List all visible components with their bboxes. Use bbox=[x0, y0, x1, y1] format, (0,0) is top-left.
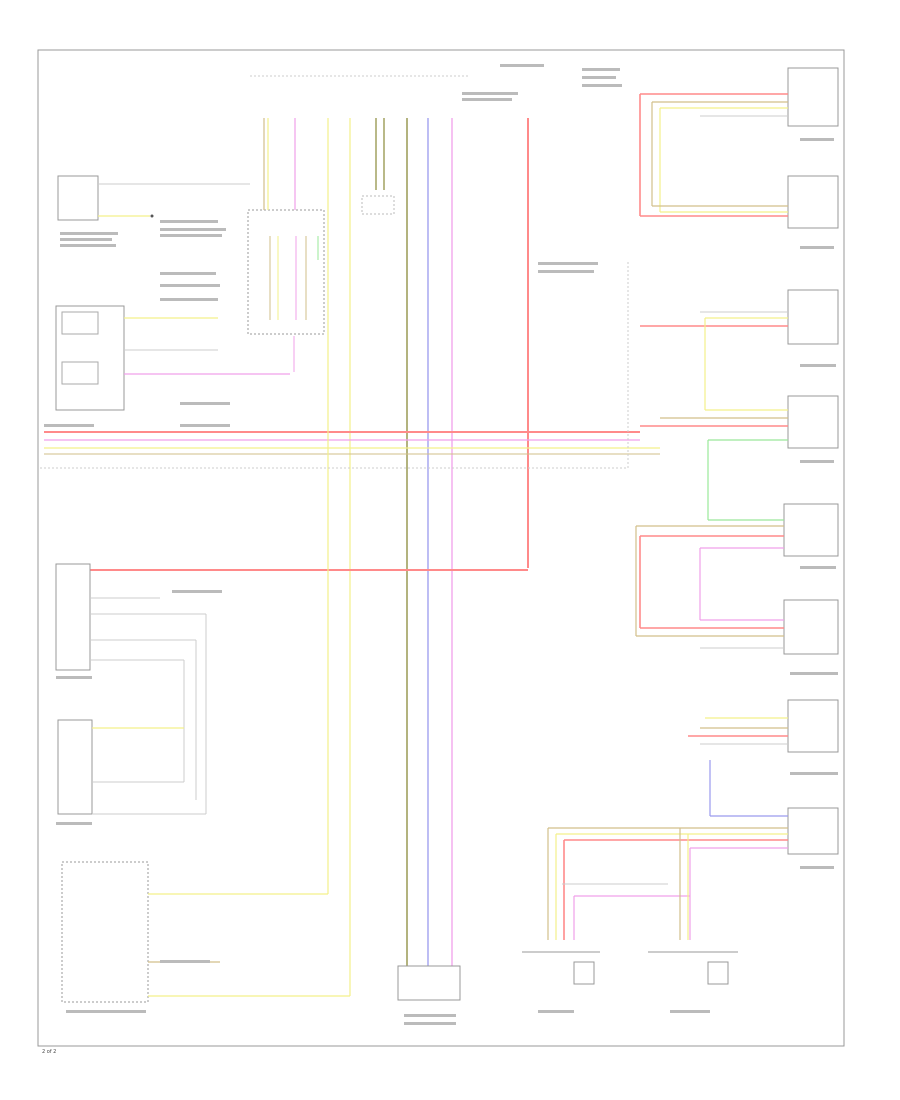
page-number: 2 of 2 bbox=[42, 1049, 56, 1055]
left-switch-1 bbox=[57, 175, 250, 221]
right-module-4 bbox=[640, 395, 839, 520]
bottom-right-connectors bbox=[522, 828, 738, 985]
fine-print-marks bbox=[44, 64, 838, 1025]
left-switch-2 bbox=[55, 305, 290, 411]
trunk-lines bbox=[397, 118, 529, 1001]
right-module-7 bbox=[688, 699, 839, 753]
right-module-3 bbox=[640, 289, 839, 410]
right-module-8 bbox=[548, 760, 839, 855]
page-border bbox=[37, 49, 845, 1047]
right-module-2 bbox=[640, 175, 839, 229]
right-module-5 bbox=[635, 503, 839, 636]
left-bottom-module bbox=[61, 210, 350, 1003]
right-module-6 bbox=[636, 599, 839, 655]
top-center-module bbox=[247, 75, 470, 996]
right-module-1 bbox=[639, 67, 839, 216]
left-module-box bbox=[55, 563, 207, 814]
left-sensor bbox=[57, 719, 206, 815]
horizontal-buses bbox=[44, 431, 660, 571]
right-bus bbox=[40, 262, 629, 469]
